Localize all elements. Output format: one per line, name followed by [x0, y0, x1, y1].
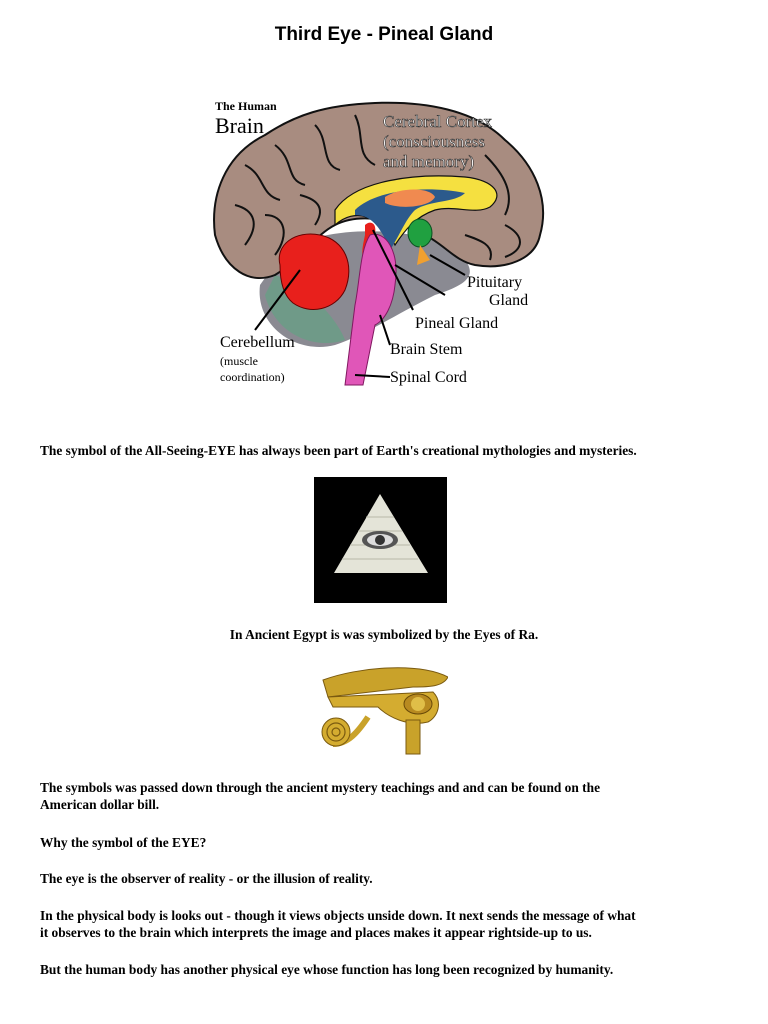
paragraph-all-seeing-eye: The symbol of the All-Seeing-EYE has alw… — [40, 443, 637, 458]
paragraph-egypt: In Ancient Egypt is was symbolized by th… — [229, 627, 539, 642]
spiral-icon — [321, 717, 351, 747]
eye-of-ra-image — [321, 667, 448, 755]
label-pituitary: Pituitary — [467, 274, 522, 291]
label-brain-stem: Brain Stem — [390, 341, 463, 358]
label-pineal: Pineal Gland — [415, 315, 498, 332]
label-cerebellum-note: (muscle — [220, 354, 258, 368]
brain-diagram: The Human Brain Cerebral Cortex (conscio… — [213, 99, 545, 386]
brain-stem-shape — [344, 233, 397, 386]
paragraph-line: In the physical body is looks out - thou… — [40, 908, 636, 923]
paragraph-another-eye: But the human body has another physical … — [40, 962, 614, 977]
label-cerebral-cortex: Cerebral Cortex — [383, 112, 493, 131]
label-cortex-note-2: and memory) — [383, 152, 474, 171]
paragraph-why-eye: Why the symbol of the EYE? — [40, 835, 207, 850]
paragraph-mystery-teachings: The symbols was passed down through the … — [40, 779, 730, 813]
pituitary-shape — [407, 218, 433, 248]
label-cerebellum: Cerebellum — [220, 334, 295, 351]
label-spinal-cord: Spinal Cord — [390, 369, 467, 386]
label-pituitary-2: Gland — [489, 292, 528, 309]
paragraph-line: it observes to the brain which interpret… — [40, 925, 592, 940]
pyramid-eye-image — [314, 477, 447, 603]
cerebellum-shape — [278, 233, 350, 310]
paragraph-line: The symbols was passed down through the … — [40, 780, 601, 795]
label-cerebellum-note-2: coordination) — [220, 370, 285, 384]
label-cortex-note: (consciousness — [383, 132, 485, 151]
paragraph-observer: The eye is the observer of reality - or … — [40, 871, 373, 886]
page-title: Third Eye - Pineal Gland — [274, 24, 494, 45]
brain-heading-large: Brain — [215, 113, 264, 138]
brain-heading-small: The Human — [215, 99, 277, 113]
paragraph-physical-body: In the physical body is looks out - thou… — [40, 907, 730, 941]
paragraph-line: American dollar bill. — [40, 797, 160, 812]
